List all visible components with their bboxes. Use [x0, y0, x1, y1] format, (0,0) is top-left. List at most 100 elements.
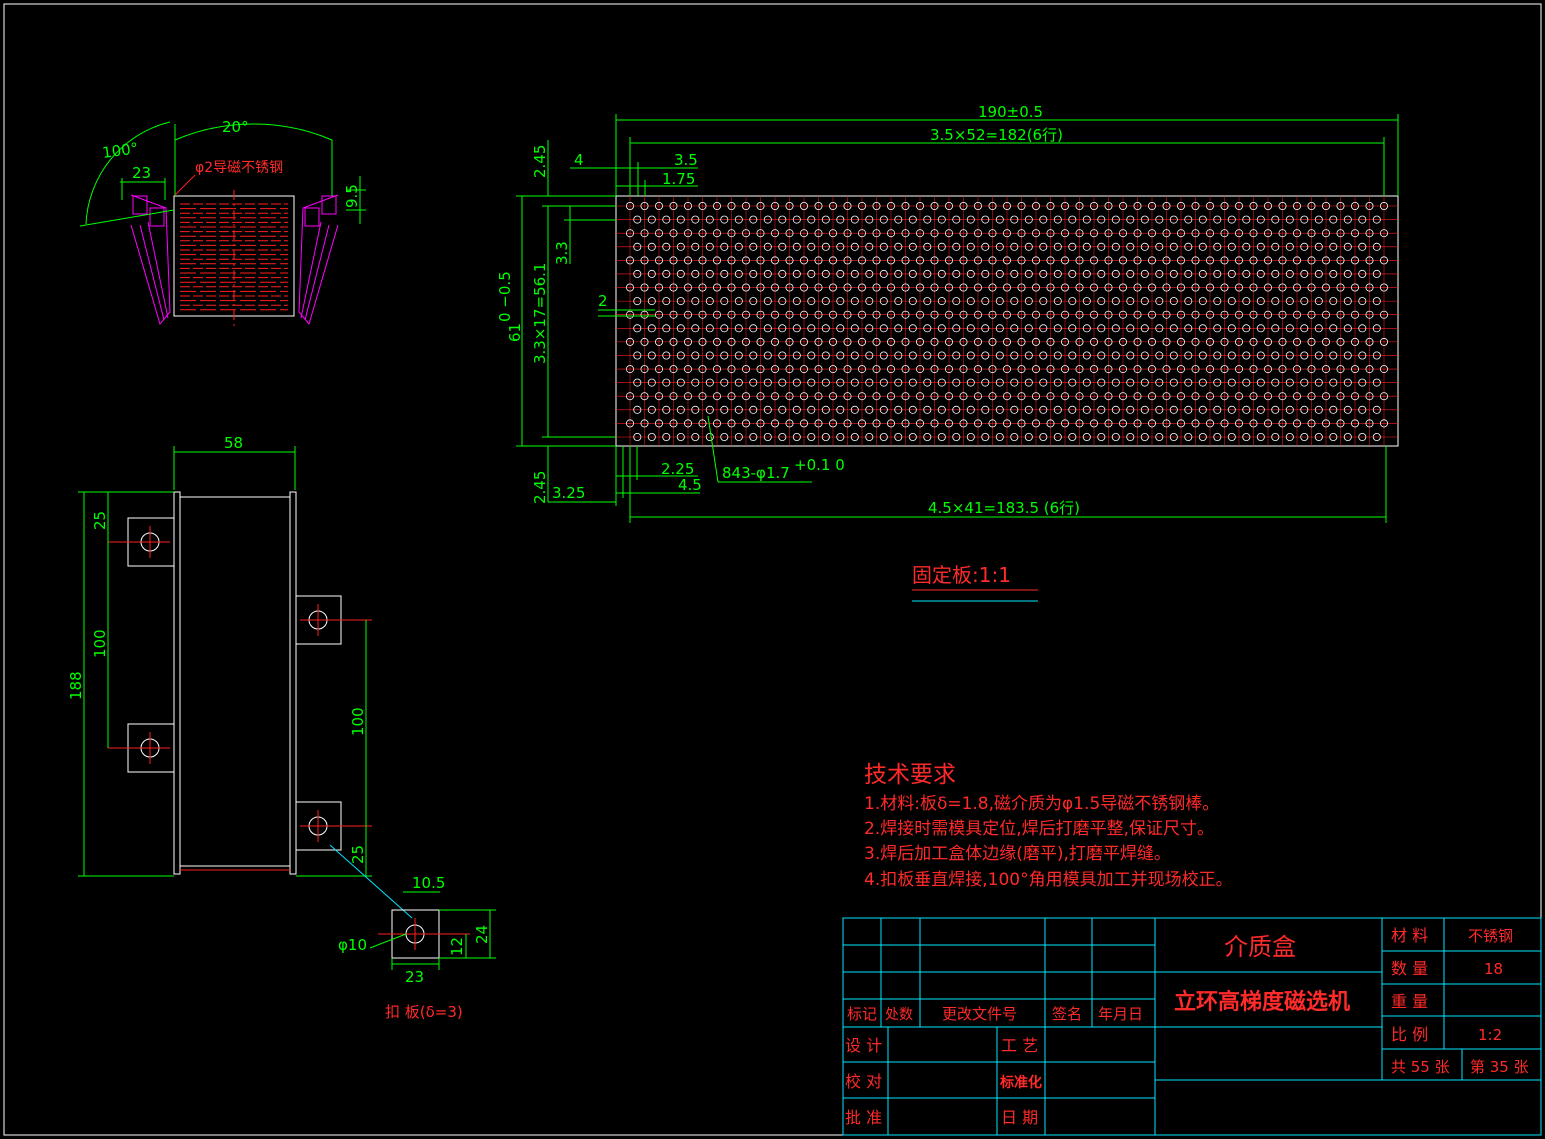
hole — [923, 242, 932, 251]
hole — [1053, 378, 1062, 387]
hole — [684, 283, 693, 292]
hole — [901, 392, 910, 401]
hole — [734, 351, 743, 360]
hole — [952, 378, 961, 387]
hole — [640, 201, 649, 210]
hole — [988, 229, 997, 238]
hole — [1329, 242, 1338, 251]
hole — [1155, 432, 1164, 441]
hole — [771, 419, 780, 428]
hole — [1343, 351, 1352, 360]
hole — [966, 242, 975, 251]
hole — [698, 283, 707, 292]
hole — [633, 269, 642, 278]
dim-overall-width: 190±0.5 — [978, 103, 1043, 121]
hole — [785, 201, 794, 210]
hole — [901, 283, 910, 292]
hole — [626, 201, 635, 210]
hole — [626, 365, 635, 374]
hole — [1075, 365, 1084, 374]
hole — [887, 419, 896, 428]
hole — [1053, 324, 1062, 333]
hole — [684, 337, 693, 346]
hole — [1162, 283, 1171, 292]
hole — [1090, 365, 1099, 374]
hole — [865, 324, 874, 333]
hole — [662, 215, 671, 224]
hole — [1177, 310, 1186, 319]
hole — [1336, 419, 1345, 428]
hole — [821, 324, 830, 333]
hole — [1227, 242, 1236, 251]
hole — [684, 256, 693, 265]
hole — [800, 365, 809, 374]
hole — [959, 365, 968, 374]
hole — [647, 351, 656, 360]
hole — [1082, 324, 1091, 333]
hole — [1336, 201, 1345, 210]
hole — [684, 365, 693, 374]
hole — [1148, 229, 1157, 238]
hole — [1126, 405, 1135, 414]
hole — [937, 405, 946, 414]
tech-item-2: 2.焊接时需模具定位,焊后打磨平整,保证尺寸。 — [864, 819, 1214, 839]
hole — [1365, 310, 1374, 319]
hole — [720, 432, 729, 441]
hole — [981, 215, 990, 224]
hole — [684, 310, 693, 319]
hole — [995, 324, 1004, 333]
hole — [734, 215, 743, 224]
hole — [1061, 365, 1070, 374]
hole — [1314, 297, 1323, 306]
hole — [930, 337, 939, 346]
hole — [756, 365, 765, 374]
hole — [821, 242, 830, 251]
hole — [1082, 242, 1091, 251]
hole — [908, 432, 917, 441]
hole — [894, 242, 903, 251]
detail-dim-10.5: 10.5 — [412, 874, 445, 892]
hole — [662, 432, 671, 441]
hole — [785, 392, 794, 401]
hole — [1249, 229, 1258, 238]
hole — [1140, 215, 1149, 224]
hole — [1372, 269, 1381, 278]
hole — [981, 432, 990, 441]
detail-dim-12: 12 — [448, 937, 466, 956]
hole — [952, 324, 961, 333]
hole — [930, 392, 939, 401]
hole — [894, 405, 903, 414]
hole — [1148, 256, 1157, 265]
hole — [1380, 256, 1389, 265]
hole — [1155, 324, 1164, 333]
hole — [1024, 297, 1033, 306]
hole — [1119, 419, 1128, 428]
hole — [916, 337, 925, 346]
hole — [879, 405, 888, 414]
hole — [1053, 405, 1062, 414]
hole — [843, 229, 852, 238]
hole — [1032, 256, 1041, 265]
hole — [1300, 242, 1309, 251]
hole — [945, 337, 954, 346]
hole — [1351, 256, 1360, 265]
hole — [1169, 378, 1178, 387]
hole — [1242, 432, 1251, 441]
hole — [1372, 351, 1381, 360]
hole — [981, 297, 990, 306]
hole — [1343, 432, 1352, 441]
hole — [756, 229, 765, 238]
hole — [1090, 310, 1099, 319]
hole — [974, 201, 983, 210]
hole — [713, 283, 722, 292]
hole — [1220, 392, 1229, 401]
hole — [1075, 256, 1084, 265]
hole — [1264, 229, 1273, 238]
hole — [1249, 392, 1258, 401]
hole — [1278, 310, 1287, 319]
hole — [669, 365, 678, 374]
hole — [966, 215, 975, 224]
hole — [684, 419, 693, 428]
hole — [1097, 215, 1106, 224]
hole — [952, 242, 961, 251]
